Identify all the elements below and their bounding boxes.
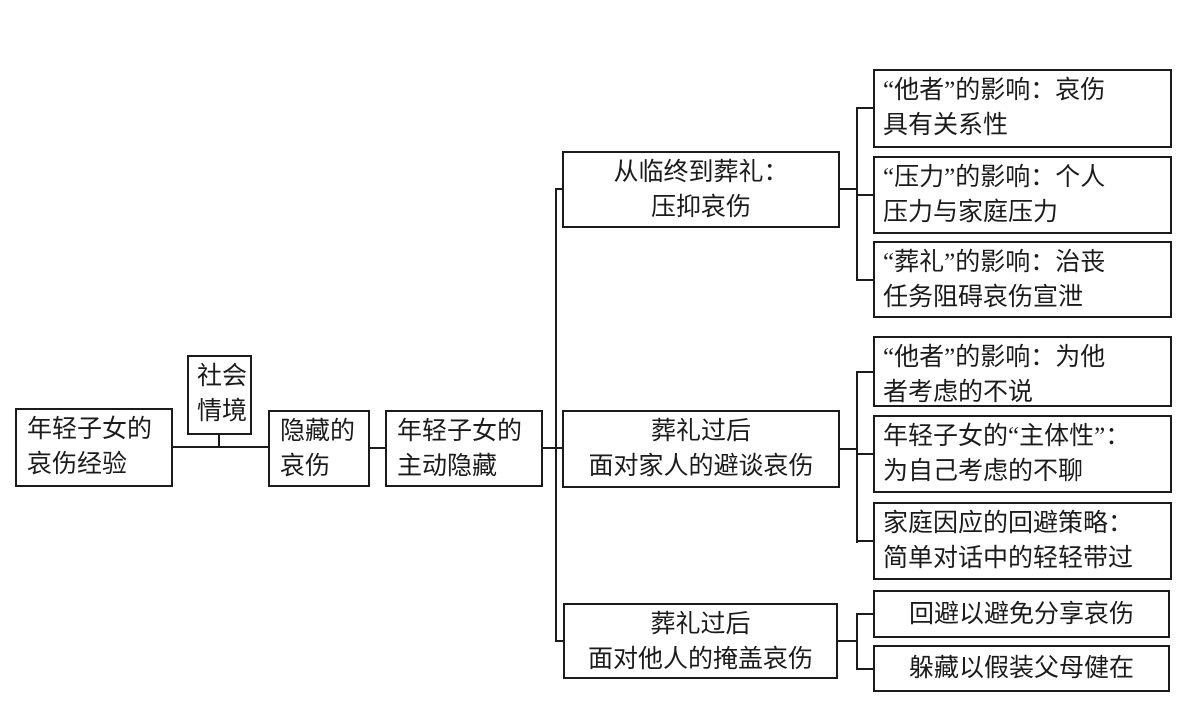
leaf-6-line1: 家庭因应的回避策略： [883,510,1134,537]
node-root: 年轻子女的 哀伤经验 [15,408,173,487]
leaf-others-not-telling: “他者”的影响：为他 者考虑的不说 [873,336,1172,407]
leaf-family-avoidance-strategy: 家庭因应的回避策略： 简单对话中的轻轻带过 [873,502,1172,580]
leaf-avoid-sharing-grief: 回避以避免分享哀伤 [873,590,1170,638]
leaf-2-line2: 压力与家庭压力 [883,199,1059,226]
branch-2-line2: 面对家人的避谈哀伤 [588,453,814,480]
leaf-hide-pretend-parents-alive: 躲藏以假装父母健在 [873,645,1170,692]
node-context-line2: 情境 [197,398,248,425]
leaf-1-line2: 具有关系性 [883,112,1009,139]
connector-branch3-out [838,640,858,642]
connector-stub-branch3 [555,640,563,642]
connector-stub-branch1 [555,188,562,190]
branch-3-line1: 葬礼过后 [650,611,751,638]
branch-after-funeral-family: 葬礼过后 面对家人的避谈哀伤 [562,410,840,488]
node-context: 社会 情境 [187,355,252,435]
connector-leaf6-stub [856,540,873,542]
connector-group3-vertical [856,613,858,670]
connector-context-tick [218,435,220,448]
branch-3-line2: 面对他人的掩盖哀伤 [587,646,813,673]
connector-leaf5-stub [856,453,873,455]
leaf-4-line1: “他者”的影响：为他 [883,344,1106,371]
branch-dying-to-funeral: 从临终到葬礼： 压抑哀伤 [562,151,840,228]
node-root-line1: 年轻子女的 [27,416,153,443]
leaf-4-line2: 者考虑的不说 [883,379,1034,406]
leaf-subjectivity-not-chatting: 年轻子女的“主体性”： 为自己考虑的不聊 [873,415,1172,493]
node-context-line1: 社会 [197,363,248,390]
leaf-6-line2: 简单对话中的轻轻带过 [883,545,1134,572]
leaf-3-line1: “葬礼”的影响：治丧 [883,249,1106,276]
branch-1-line2: 压抑哀伤 [650,194,751,221]
connector-leaf2-stub [856,194,873,196]
leaf-3-line2: 任务阻碍哀伤宣泄 [883,284,1084,311]
node-hidden: 隐藏的 哀伤 [268,410,370,487]
connector-leaf4-stub [856,371,873,373]
connector-branch1-out [840,188,858,190]
leaf-8-line1: 躲藏以假装父母健在 [908,655,1134,682]
connector-branch2-out [840,448,858,450]
node-active-line1: 年轻子女的 [397,418,523,445]
branch-2-line1: 葬礼过后 [650,418,751,445]
node-hidden-line2: 哀伤 [280,453,331,480]
leaf-others-relational-grief: “他者”的影响：哀伤 具有关系性 [873,69,1172,148]
connector-trunk-vertical [555,188,557,642]
leaf-7-line1: 回避以避免分享哀伤 [908,600,1134,628]
node-active: 年轻子女的 主动隐藏 [385,410,543,487]
branch-after-funeral-others: 葬礼过后 面对他人的掩盖哀伤 [563,603,838,679]
branch-1-line1: 从临终到葬礼： [613,159,789,186]
connector-leaf1-stub [856,107,873,109]
connector-group2-vertical [856,371,858,543]
leaf-2-line1: “压力”的影响：个人 [883,164,1106,191]
node-active-line2: 主动隐藏 [397,453,498,480]
connector-leaf7-stub [856,613,873,615]
leaf-5-line2: 为自己考虑的不聊 [883,458,1084,485]
connector-leaf8-stub [856,668,873,670]
node-hidden-line1: 隐藏的 [280,418,356,445]
connector-active-trunk [543,447,562,449]
connector-leaf3-stub [856,279,873,281]
leaf-5-line1: 年轻子女的“主体性”： [883,423,1131,450]
connector-hidden-active [370,447,385,449]
leaf-1-line1: “他者”的影响：哀伤 [883,77,1106,104]
connector-root-hidden [173,446,268,448]
leaf-pressure-personal-family: “压力”的影响：个人 压力与家庭压力 [873,156,1172,234]
leaf-funeral-tasks-block-grief: “葬礼”的影响：治丧 任务阻碍哀伤宣泄 [873,241,1172,318]
node-root-line2: 哀伤经验 [27,451,128,478]
